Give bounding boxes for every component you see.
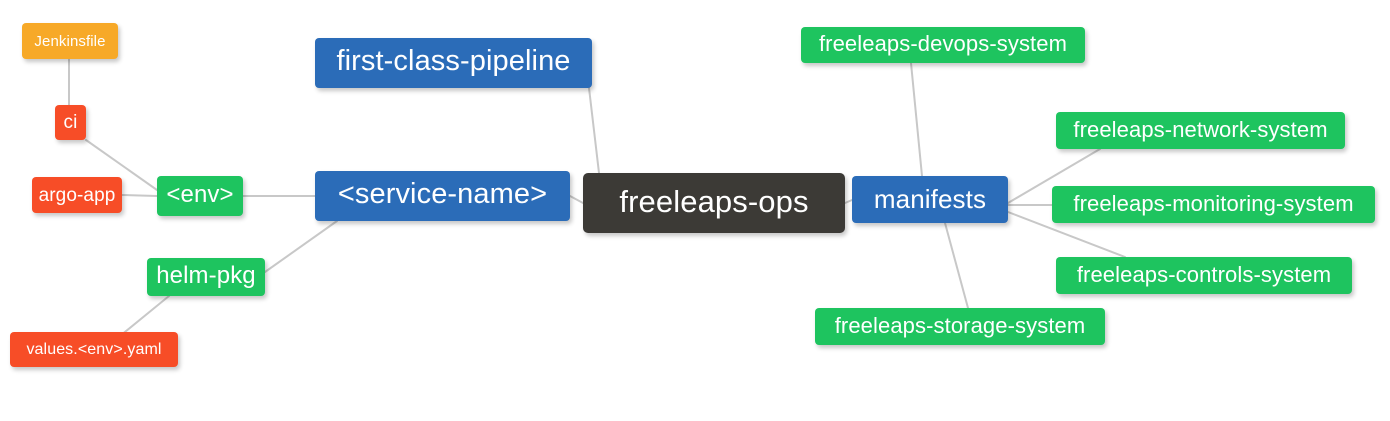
edge-manifests-to-storage [944,222,969,309]
edge-root-to-service-name [569,195,584,204]
node-values-yaml[interactable]: values.<env>.yaml [10,332,178,367]
node-monitoring[interactable]: freeleaps-monitoring-system [1052,186,1375,223]
edge-env-to-argo-app [121,194,158,197]
node-manifests[interactable]: manifests [852,176,1008,223]
node-network[interactable]: freeleaps-network-system [1056,112,1345,149]
node-argo-app[interactable]: argo-app [32,177,122,213]
node-service-name[interactable]: <service-name> [315,171,570,221]
edge-manifests-to-devops [910,62,923,177]
node-controls[interactable]: freeleaps-controls-system [1056,257,1352,294]
node-env[interactable]: <env> [157,176,243,216]
edge-service-name-to-helm-pkg [264,220,338,273]
node-helm-pkg[interactable]: helm-pkg [147,258,265,296]
node-pipeline[interactable]: first-class-pipeline [315,38,592,88]
node-ci[interactable]: ci [55,105,86,140]
node-storage[interactable]: freeleaps-storage-system [815,308,1105,345]
node-root[interactable]: freeleaps-ops [583,173,845,233]
node-jenkinsfile[interactable]: Jenkinsfile [22,23,118,59]
edge-root-to-manifests [844,199,853,204]
edge-helm-pkg-to-values-yaml [119,295,170,337]
node-devops[interactable]: freeleaps-devops-system [801,27,1085,63]
edge-root-to-pipeline [588,87,600,174]
